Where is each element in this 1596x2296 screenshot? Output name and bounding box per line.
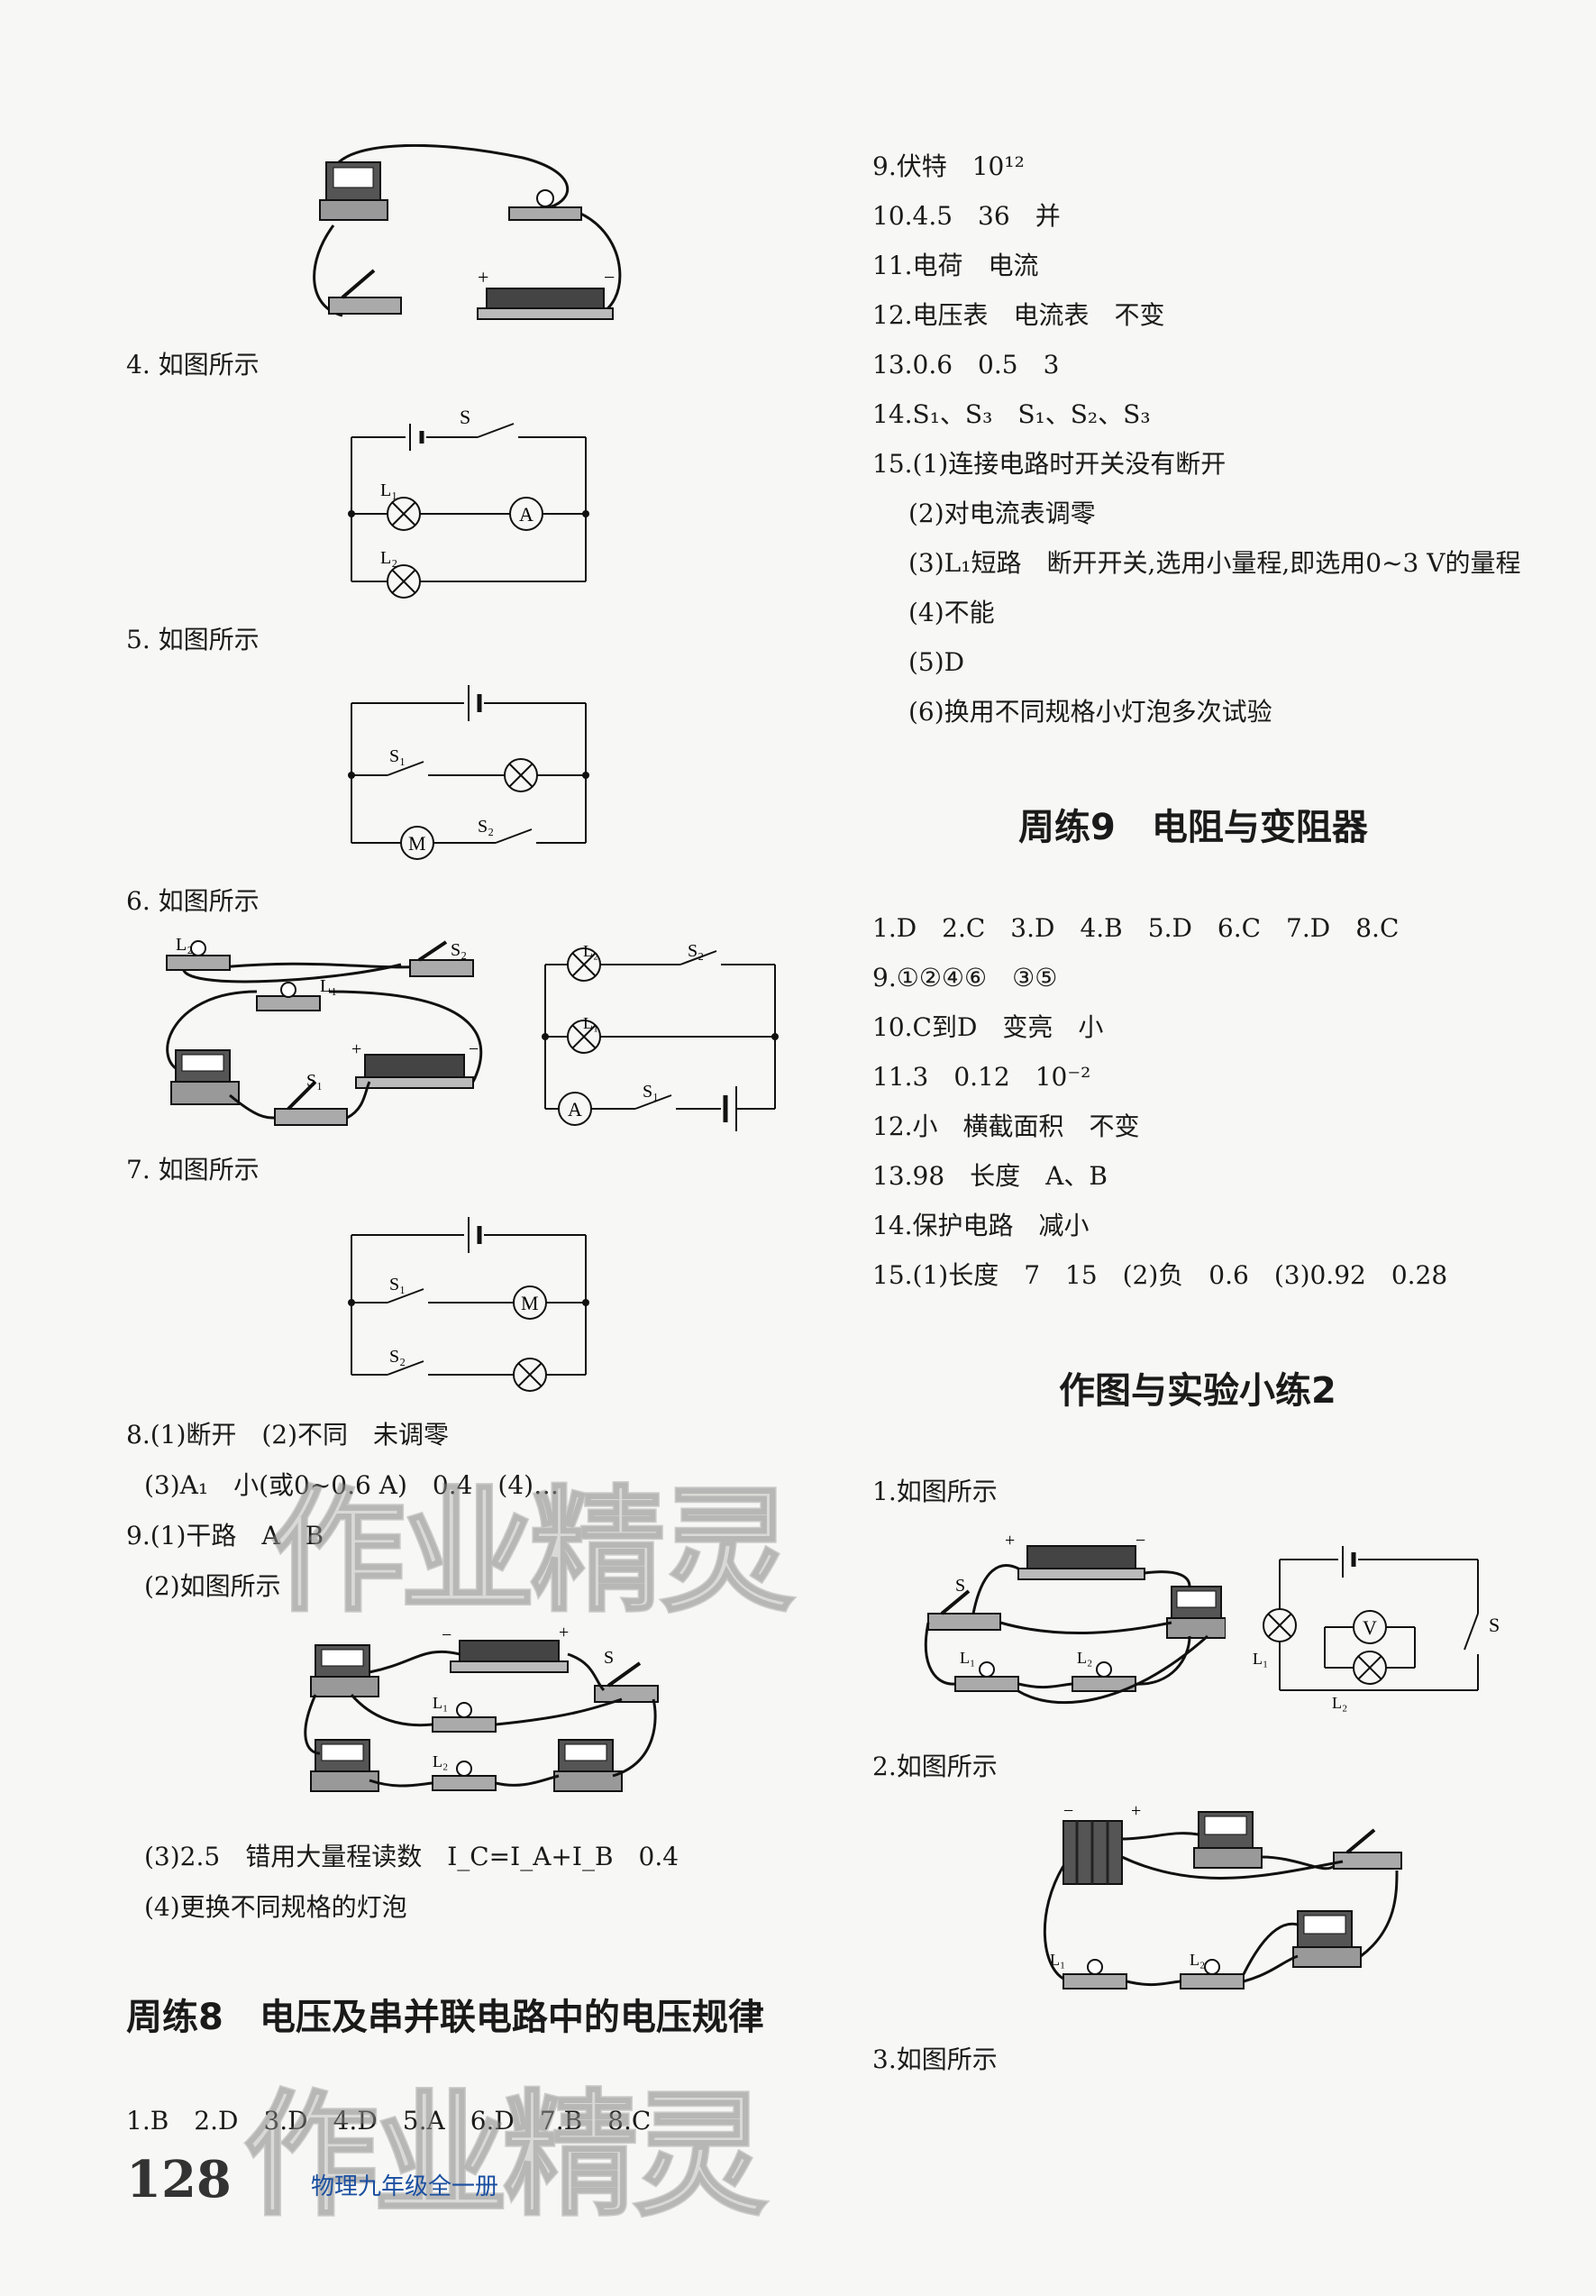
w9-1: 1.D 2.C 3.D 4.B 5.D 6.C 7.D 8.C (872, 913, 1400, 943)
plus-label: + (478, 266, 488, 288)
physical-circuit-figure-lab2: − + L₁ L₂ (1043, 1803, 1402, 1990)
q4-label: 4. 如图所示 (126, 350, 260, 380)
plus-label-q9: + (559, 1627, 569, 1642)
motor-label-q7: M (521, 1292, 539, 1314)
physical-circuit-figure-q9: − + S L₁ L₂ (304, 1627, 659, 1792)
physical-circuit-figure-lab1: + − S L₁ L₂ (924, 1532, 1226, 1705)
page-number: 128 (126, 2150, 232, 2209)
label-L2-lab1: L₂ (1077, 1649, 1092, 1667)
label-S-q9: S (604, 1648, 614, 1668)
label-S-lab1-schem: S (1489, 1614, 1500, 1636)
label-S2: S₂ (451, 940, 467, 960)
voltmeter-label: V (1363, 1616, 1377, 1639)
switch-label-S2: S₂ (478, 817, 494, 837)
heading-weekly-8: 周练8 电压及串并联电路中的电压规律 (126, 1997, 764, 2038)
ammeter-label: A (519, 503, 534, 526)
plus-label-lab2: + (1131, 1803, 1141, 1821)
circuit-diagram-lab1: L₁ S V L₂ (1253, 1546, 1500, 1712)
heading-lab-2: 作图与实验小练2 (1059, 1370, 1336, 1412)
motor-label: M (408, 832, 426, 855)
lab-3-label: 3.如图所示 (872, 2044, 998, 2074)
w9-9: 9.①②④⑥ ③⑤ (872, 963, 1058, 992)
r-q11: 11.电荷 电流 (872, 251, 1039, 280)
r-q15-6: (6)换用不同规格小灯泡多次试验 (908, 697, 1272, 727)
physical-circuit-figure-1: + − (313, 144, 622, 320)
w9-13: 13.98 长度 A、B (872, 1161, 1108, 1191)
r-q9: 9.伏特 10¹² (872, 151, 1025, 181)
label-L2-lab2: L₂ (1190, 1951, 1205, 1969)
circuit-diagram-q6: L₂ S₂ L₁ A S₁ (542, 942, 779, 1131)
r-q15-3: (3)L₁短路 断开开关,选用小量程,即选用0~3 V的量程 (908, 548, 1521, 578)
answers-weekly-8: 1.B 2.D 3.D 4.D 5.A 6.D 7.B 8.C (126, 2106, 652, 2136)
watermark-2: 作业精灵 (242, 2077, 769, 2237)
w9-12: 12.小 横截面积 不变 (872, 1111, 1140, 1141)
label-L2-q9: L₂ (433, 1752, 448, 1770)
switch-label-S: S (460, 406, 470, 428)
label-S1-schem: S₁ (643, 1082, 659, 1102)
q8-line2: (3)A₁ 小(或0~0.6 A) 0.4 (4)… (144, 1470, 560, 1500)
lamp-label-L2: L₂ (380, 548, 397, 568)
label-L2: L₂ (176, 938, 193, 955)
q5-label: 5. 如图所示 (126, 625, 260, 654)
switch-label-S1-q7: S₁ (389, 1275, 406, 1294)
lamp-label-L1: L₁ (380, 480, 397, 500)
watermark-1: 作业精灵 (269, 1473, 796, 1633)
q6-label: 6. 如图所示 (126, 886, 260, 916)
w9-10: 10.C到D 变亮 小 (872, 1012, 1104, 1042)
label-S1: S₁ (306, 1071, 323, 1091)
label-L1-lab1-schem: L₁ (1253, 1650, 1268, 1668)
label-L1-lab2: L₁ (1050, 1951, 1065, 1969)
r-q15-1: 15.(1)连接电路时开关没有断开 (872, 449, 1227, 479)
circuit-diagram-q7: S₁ M S₂ (348, 1217, 589, 1392)
r-q15-5: (5)D (908, 647, 965, 677)
label-S-lab1: S (955, 1576, 965, 1596)
label-L2-lab1-schem: L₂ (1332, 1694, 1347, 1712)
minus-label: − (604, 266, 615, 288)
plus-label-lab1: + (1005, 1532, 1015, 1550)
switch-label-S1: S₁ (389, 746, 406, 766)
r-q10: 10.4.5 36 并 (872, 201, 1061, 231)
heading-weekly-9: 周练9 电阻与变阻器 (1018, 807, 1368, 848)
q8-line1: 8.(1)断开 (2)不同 未调零 (126, 1420, 450, 1450)
q9-line4: (4)更换不同规格的灯泡 (144, 1892, 407, 1922)
r-q12: 12.电压表 电流表 不变 (872, 300, 1165, 330)
physical-circuit-figure-q6: L₂ L₁ S₂ S₁ + − (166, 938, 483, 1126)
r-q14: 14.S₁、S₃ S₁、S₂、S₃ (872, 399, 1151, 429)
q9-line3: (3)2.5 错用大量程读数 I_C=I_A+I_B 0.4 (144, 1842, 679, 1871)
label-L1-schem: L₁ (583, 1014, 598, 1032)
label-L1-q9: L₁ (433, 1694, 448, 1712)
label-S2-schem: S₂ (688, 942, 704, 961)
minus-label-lab2: − (1063, 1803, 1073, 1821)
r-q15-4: (4)不能 (908, 598, 995, 627)
label-L1: L₁ (320, 976, 337, 996)
lab-2-label: 2.如图所示 (872, 1752, 998, 1781)
q9-line1: 9.(1)干路 A B (126, 1521, 324, 1550)
lab-1-label: 1.如图所示 (872, 1477, 998, 1506)
r-q13: 13.0.6 0.5 3 (872, 350, 1060, 380)
minus-label-q9: − (442, 1627, 451, 1645)
r-q15-2: (2)对电流表调零 (908, 499, 1096, 528)
q7-label: 7. 如图所示 (126, 1155, 260, 1185)
q9-line2: (2)如图所示 (144, 1571, 281, 1601)
ammeter-label-q6: A (568, 1098, 582, 1121)
label-L1-lab1: L₁ (960, 1649, 975, 1667)
w9-15: 15.(1)长度 7 15 (2)负 0.6 (3)0.92 0.28 (872, 1260, 1448, 1290)
circuit-diagram-q4: S A L₁ L₂ (348, 406, 589, 599)
circuit-diagram-q5: S₁ M S₂ (348, 685, 589, 860)
book-title: 物理九年级全一册 (311, 2173, 499, 2200)
switch-label-S2-q7: S₂ (389, 1347, 406, 1367)
plus-label-q6: + (351, 1039, 361, 1059)
minus-label-lab1: − (1135, 1532, 1145, 1550)
label-L2-schem: L₂ (583, 942, 598, 960)
minus-label-q6: − (469, 1039, 479, 1059)
w9-14: 14.保护电路 减小 (872, 1211, 1090, 1240)
w9-11: 11.3 0.12 10⁻² (872, 1062, 1091, 1092)
